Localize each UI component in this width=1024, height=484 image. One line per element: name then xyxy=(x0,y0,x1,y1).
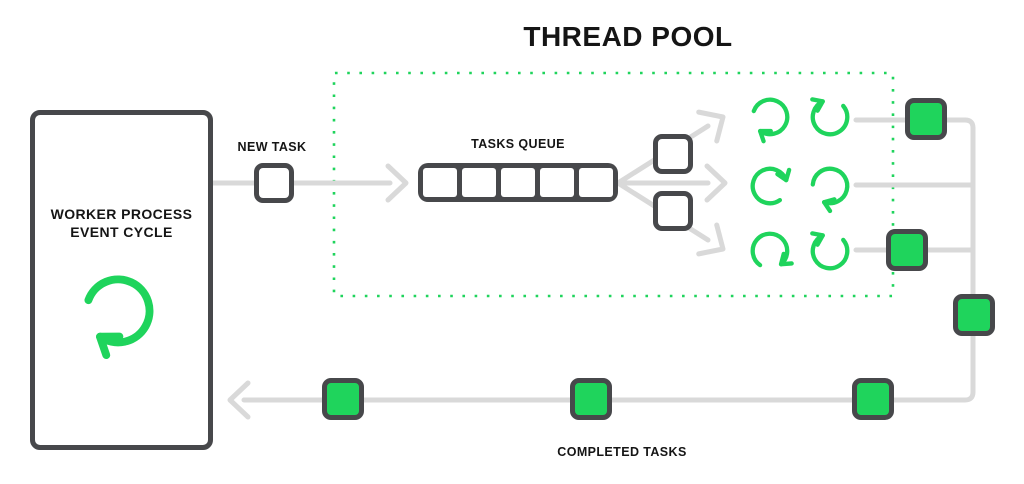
worker-process-label: WORKER PROCESS EVENT CYCLE xyxy=(35,205,208,241)
tasks-queue-label: TASKS QUEUE xyxy=(471,137,565,151)
completed-task-square xyxy=(852,378,894,420)
dispatch-arrowhead-middle xyxy=(704,163,728,203)
completed-return-path xyxy=(241,117,976,403)
tasks-queue xyxy=(418,163,618,202)
completed-task-square xyxy=(570,378,612,420)
pending-task-square xyxy=(653,134,693,174)
new-task-square xyxy=(254,163,294,203)
queue-slot xyxy=(462,168,496,197)
completed-task-square xyxy=(886,229,928,271)
completed-task-square xyxy=(953,294,995,336)
completed-task-square xyxy=(905,98,947,140)
completed-tasks-label: COMPLETED TASKS xyxy=(557,445,687,459)
thread-cycle-icon xyxy=(747,94,793,140)
completed-arrowhead xyxy=(227,380,251,420)
dispatch-arrowhead-bottom xyxy=(696,222,726,257)
queue-slot xyxy=(423,168,457,197)
page-title: THREAD POOL xyxy=(523,21,733,52)
queue-slot xyxy=(501,168,535,197)
queue-slot xyxy=(579,168,613,197)
event-cycle-icon xyxy=(76,269,160,353)
worker-process-label-line1: WORKER PROCESS xyxy=(50,206,193,222)
queue-slot xyxy=(540,168,574,197)
completed-task-square xyxy=(322,378,364,420)
dispatch-arrowhead-top xyxy=(696,109,726,144)
new-task-arrowhead xyxy=(385,163,409,203)
worker-process-label-line2: EVENT CYCLE xyxy=(70,224,173,240)
pending-task-square xyxy=(653,191,693,231)
worker-process-box: WORKER PROCESS EVENT CYCLE xyxy=(30,110,213,450)
new-task-label: NEW TASK xyxy=(237,140,307,154)
